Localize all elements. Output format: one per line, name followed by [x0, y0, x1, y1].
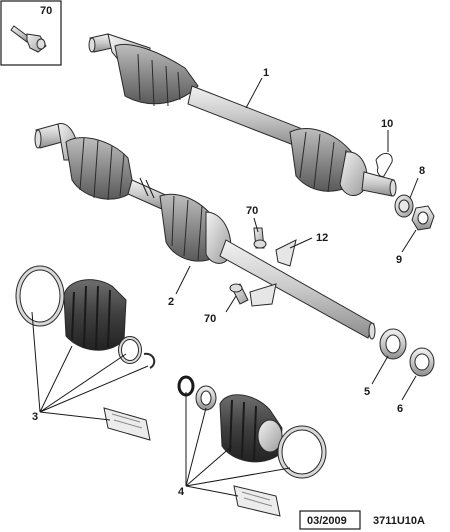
- driveshaft-lower: [34, 123, 376, 340]
- grease-sachet-4-icon: [233, 485, 281, 517]
- callout-70-upper: 70: [246, 205, 258, 217]
- boot-kit-3: [15, 265, 156, 441]
- callout-70-inset: 70: [40, 5, 52, 17]
- seal-ring-5-icon: [379, 328, 407, 360]
- footer-code: 3711U10A: [373, 515, 425, 527]
- boot-kit-4: [177, 375, 327, 517]
- small-ring-icon: [195, 385, 217, 411]
- callout-70-lower: 70: [204, 313, 216, 325]
- castle-nut-icon: [411, 205, 435, 231]
- footer-date: 03/2009: [307, 515, 347, 527]
- bolt-icon: [10, 25, 47, 53]
- cv-boot-right-icon: [219, 394, 283, 463]
- driveshaft-upper: [88, 33, 397, 197]
- circlip-icon: [143, 352, 156, 369]
- callout-8: 8: [419, 165, 425, 177]
- bolt-inset: 70: [0, 0, 62, 66]
- large-clamp-ring-icon: [15, 265, 65, 327]
- bracket-plate-icon: [249, 283, 277, 307]
- bracket-bolt-upper-icon: [253, 227, 267, 249]
- callout-12: 12: [316, 232, 328, 244]
- bracket-bolt-lower-icon: [229, 283, 249, 305]
- large-clamp-ring-4-icon: [277, 425, 327, 479]
- callout-9: 9: [396, 254, 402, 266]
- cv-boot-dark-icon: [63, 279, 127, 351]
- callout-6: 6: [397, 403, 403, 415]
- callout-3: 3: [32, 411, 38, 423]
- nut-cover-icon: [394, 194, 414, 218]
- footer: 03/2009 3711U10A: [299, 510, 425, 530]
- seal-ring-6-icon: [409, 347, 435, 377]
- cotter-pin-icon: [375, 153, 393, 177]
- bracket-clip-icon: [275, 239, 297, 267]
- callout-10: 10: [381, 118, 393, 130]
- callout-5: 5: [364, 386, 370, 398]
- small-clamp-ring-icon: [118, 336, 142, 364]
- grease-sachet-icon: [103, 407, 151, 441]
- callout-2: 2: [168, 296, 174, 308]
- callout-1: 1: [263, 67, 269, 79]
- leader-lines: [31, 77, 419, 497]
- callout-4: 4: [178, 486, 185, 498]
